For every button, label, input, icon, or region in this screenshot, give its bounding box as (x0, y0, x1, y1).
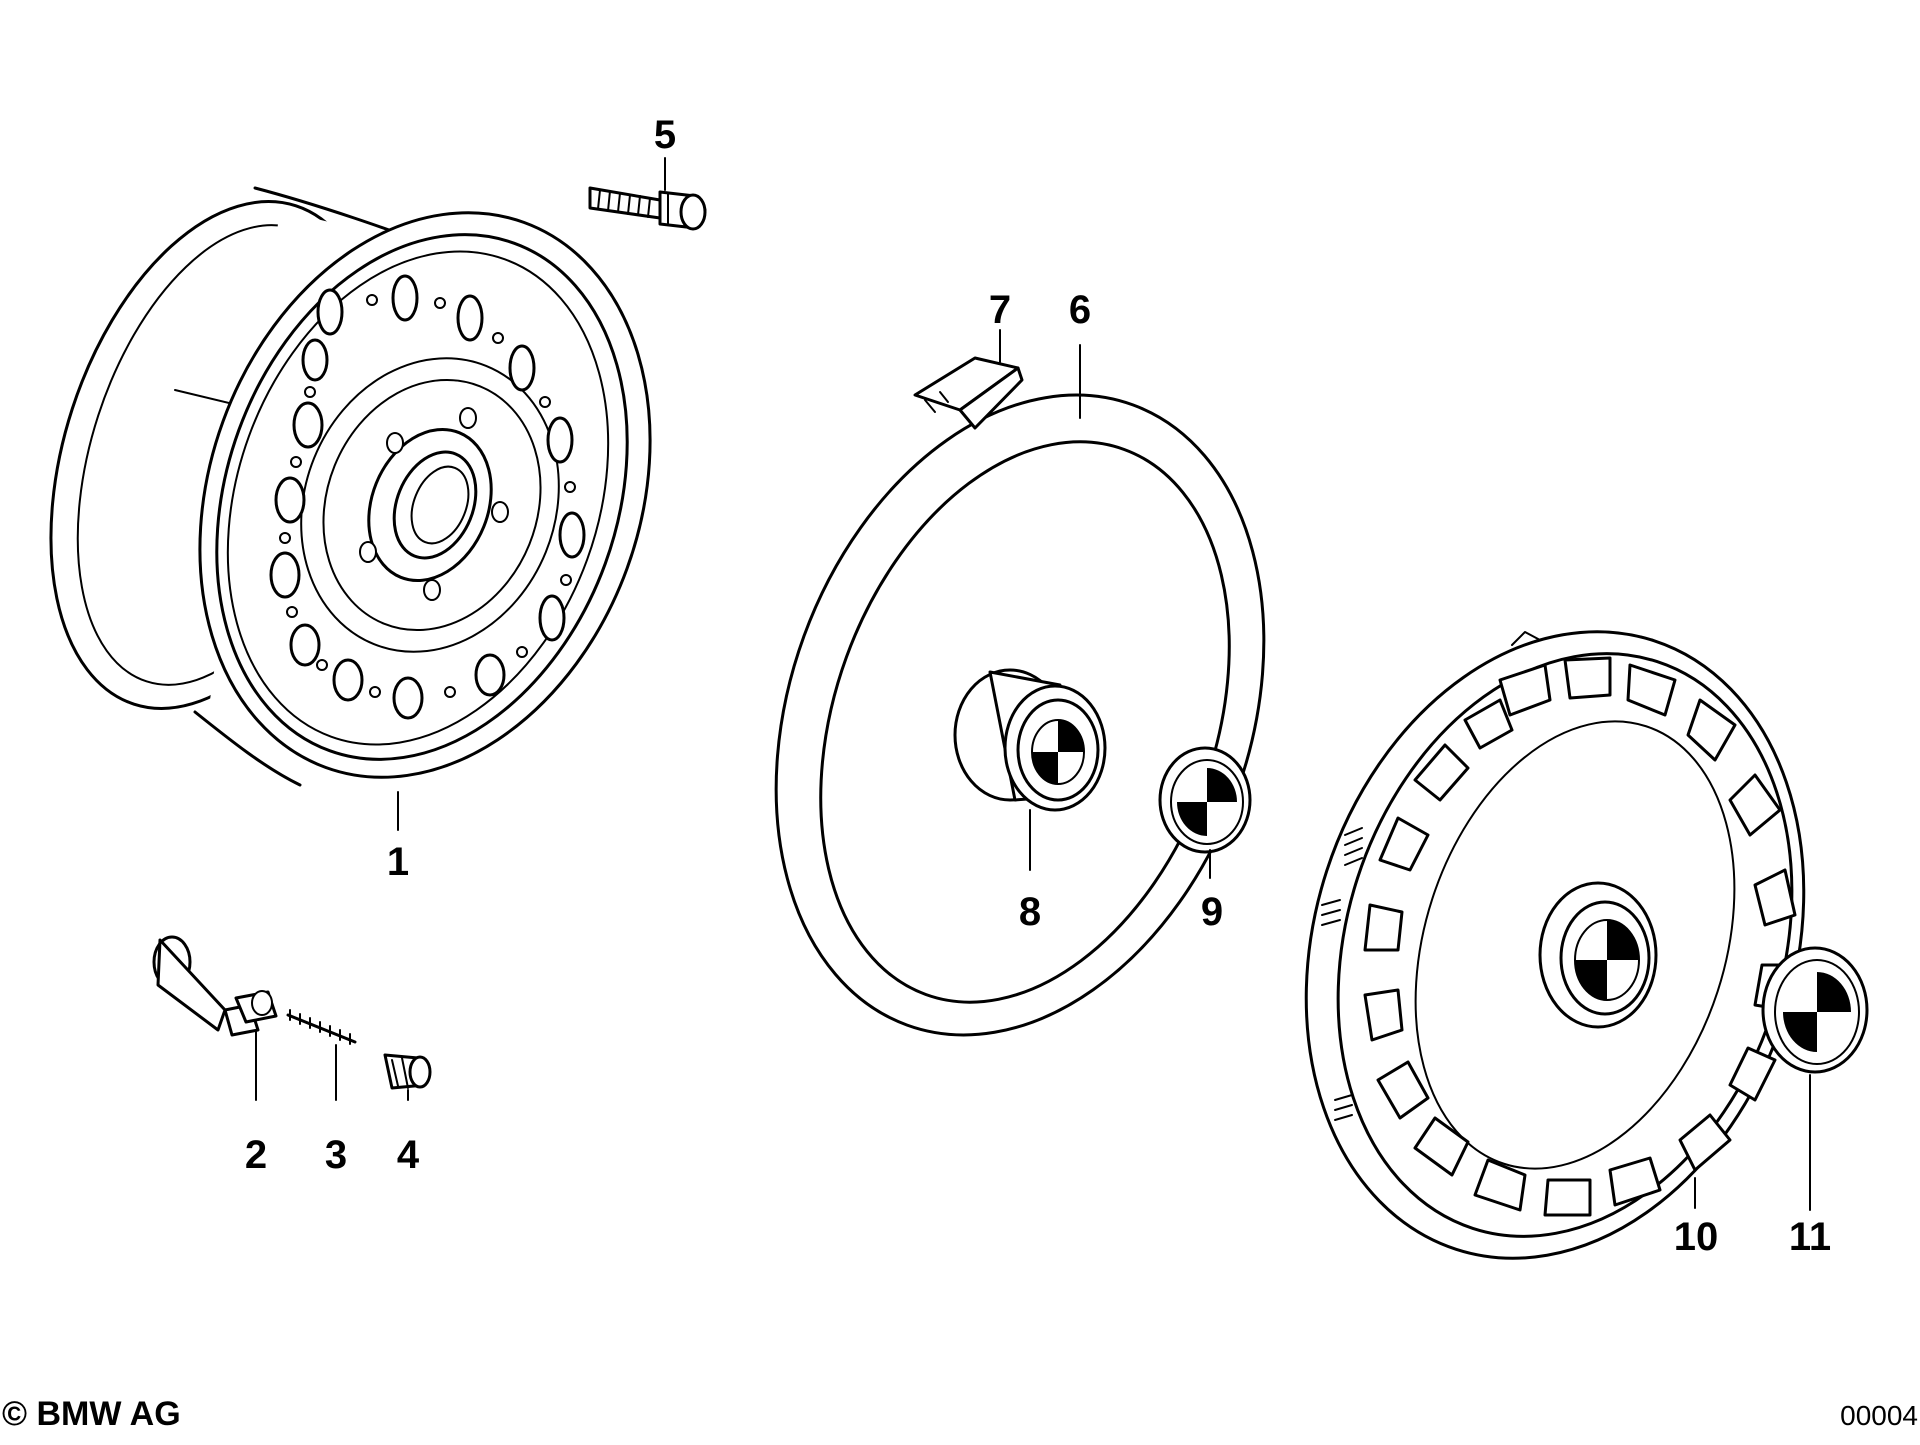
wheel-emblem (1158, 746, 1252, 854)
leader-lines (255, 157, 1811, 1211)
retaining-clip (913, 356, 1024, 430)
vent-holes (269, 274, 586, 720)
callout-3: 3 (325, 1133, 347, 1177)
full-wheel-cover (1304, 630, 1806, 1260)
wheel-bolt (588, 186, 707, 231)
callout-9: 9 (1201, 890, 1223, 934)
valve-core (286, 1009, 357, 1045)
callout-2: 2 (245, 1133, 267, 1177)
valve-nut (234, 990, 278, 1024)
center-cap (953, 668, 1107, 812)
callout-8: 8 (1019, 890, 1041, 934)
valve-stem (152, 935, 260, 1037)
steel-wheel-rim (49, 186, 652, 787)
copyright-notice: © BMW AG (2, 1395, 181, 1433)
valve-cap (383, 1053, 432, 1090)
callout-labels: 1 2 3 4 5 6 7 8 9 10 11 (245, 113, 1831, 1259)
callout-11: 11 (1789, 1215, 1831, 1259)
document-number: 00004 (1840, 1400, 1918, 1431)
cover-emblem (1761, 946, 1869, 1074)
cover-vents (1363, 656, 1797, 1217)
callout-4: 4 (397, 1133, 420, 1177)
callout-1: 1 (387, 840, 409, 884)
callout-10: 10 (1674, 1215, 1719, 1259)
callout-6: 6 (1069, 288, 1091, 332)
callout-5: 5 (654, 113, 676, 157)
callout-7: 7 (989, 288, 1011, 332)
